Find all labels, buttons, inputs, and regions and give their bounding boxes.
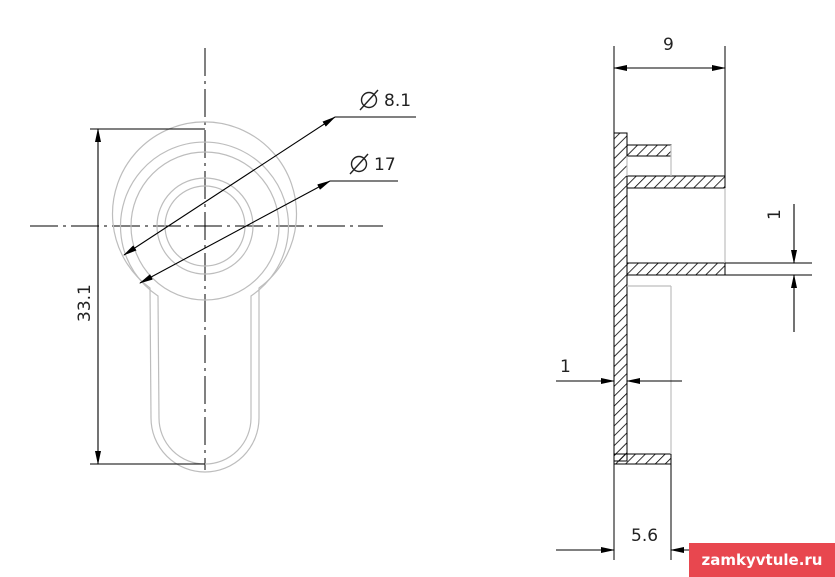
front-view: 8.1 17 33.1 [30,48,416,473]
bore-diameter-label: 8.1 [384,91,411,111]
bottom-lug-section [613,453,672,465]
flange-diameter-label: 17 [374,155,396,175]
lug-dimension-label: 5.6 [631,526,658,546]
wall-dimension-label: 1 [765,209,785,220]
diameter-symbol [349,153,369,175]
depth-dimension-label: 9 [663,35,674,55]
diameter-symbol [359,89,379,111]
lower-flange-section [626,262,726,276]
upper-flange-section [626,175,726,189]
base-plate-section [613,132,628,462]
side-view: 9 1 1 5.6 [556,35,812,560]
side-outline [626,145,726,454]
height-dimension-label: 33.1 [75,284,95,322]
plate-dimension-label: 1 [560,357,571,377]
flange-diameter-line [139,180,331,284]
bore-diameter-line [123,116,336,256]
watermark[interactable]: zamkyvtule.ru [689,543,835,577]
top-lip-section [626,144,672,157]
